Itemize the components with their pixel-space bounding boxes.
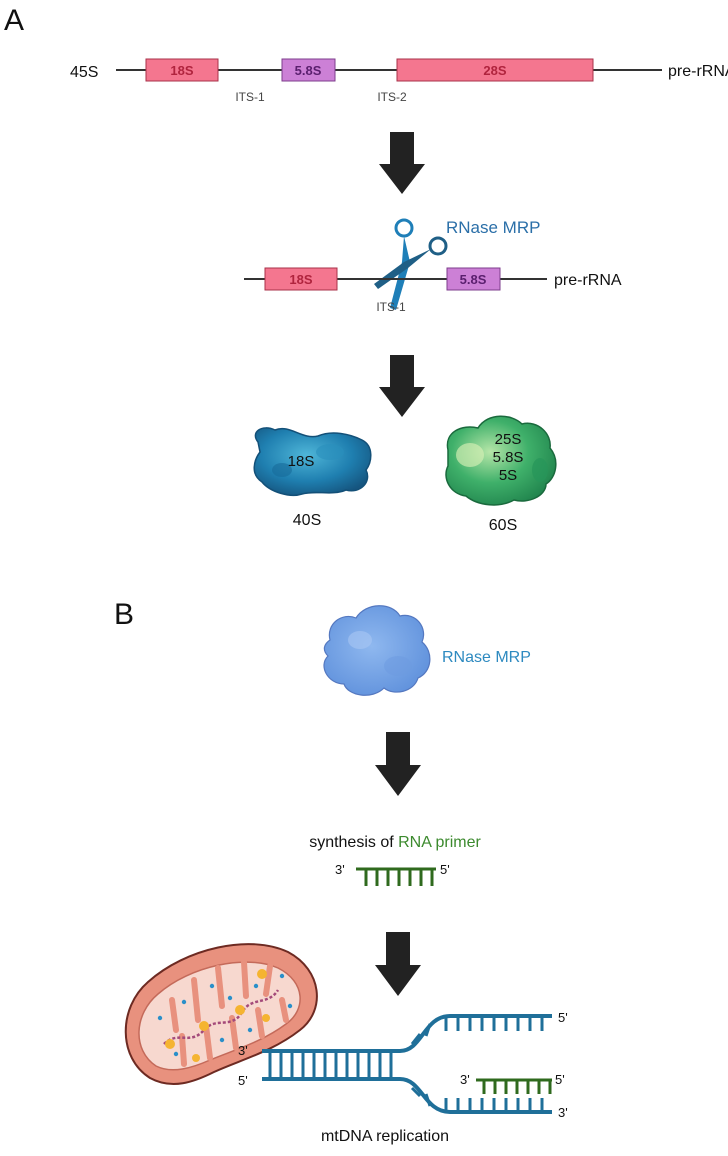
- 60s-inner-label-5s: 5S: [499, 467, 517, 484]
- panel-b-label: B: [114, 598, 134, 631]
- cleaved-5-8s-box: [446, 267, 501, 291]
- fork-left-5-prime: 5': [238, 1073, 248, 1088]
- pre-rrna-label-cleaved: pre-rRNA: [554, 272, 622, 289]
- down-arrow-4: [375, 932, 421, 996]
- fork-primer-3-prime: 3': [460, 1072, 470, 1087]
- cleaved-5-8s-label: 5.8S: [460, 272, 487, 287]
- synthesis-label: synthesis of RNA primer: [309, 834, 481, 851]
- cleaved-18s-box: [264, 267, 338, 291]
- segment-18s-label: 18S: [170, 63, 193, 78]
- 60s-subunit-icon: [445, 415, 557, 506]
- segment-5-8s-box: [281, 58, 336, 82]
- rna-primer-icon: [356, 867, 436, 886]
- 40s-subunit-icon: [253, 427, 372, 496]
- its-2-label: ITS-2: [377, 90, 407, 104]
- down-arrow-2: [379, 355, 425, 417]
- its-1-label: ITS-1: [235, 90, 265, 104]
- segment-28s-box: [396, 58, 594, 82]
- cleaved-its-1-label: ITS-1: [376, 300, 406, 314]
- fork-top-5-prime: 5': [558, 1010, 568, 1025]
- 60s-inner-label-5-8s: 5.8S: [493, 449, 524, 466]
- 60s-inner-label-25s: 25S: [495, 431, 522, 448]
- primer-5-prime: 5': [440, 862, 450, 877]
- segment-28s-label: 28S: [483, 63, 506, 78]
- rnase-mrp-label-a: RNase MRP: [446, 218, 540, 237]
- pre-rrna-label-top: pre-rRNA: [668, 63, 728, 80]
- primer-3-prime: 3': [335, 862, 345, 877]
- synthesis-prefix: synthesis of: [309, 834, 398, 851]
- fork-primer-icon: [476, 1078, 552, 1094]
- mitochondrion-icon: [124, 943, 318, 1085]
- synthesis-highlight: RNA primer: [398, 834, 481, 851]
- down-arrow-3: [375, 732, 421, 796]
- segment-18s-box: [145, 58, 219, 82]
- mtdna-replication-caption: mtDNA replication: [321, 1128, 449, 1145]
- segment-5-8s-label: 5.8S: [295, 63, 322, 78]
- panel-a-label: A: [4, 4, 24, 37]
- rnase-mrp-label-b: RNase MRP: [442, 649, 531, 666]
- fork-bottom-3-prime: 3': [558, 1105, 568, 1120]
- scissors-icon: [374, 218, 448, 310]
- 45s-label: 45S: [70, 64, 98, 81]
- down-arrow-1: [379, 132, 425, 194]
- 60s-caption: 60S: [489, 517, 517, 534]
- rnase-mrp-complex-icon: [323, 605, 431, 696]
- fork-primer-5-prime: 5': [555, 1072, 565, 1087]
- 40s-inner-label: 18S: [288, 453, 315, 470]
- 40s-caption: 40S: [293, 512, 321, 529]
- fork-left-3-prime: 3': [238, 1043, 248, 1058]
- replication-fork-icon: [262, 1014, 552, 1114]
- cleaved-18s-label: 18S: [289, 272, 312, 287]
